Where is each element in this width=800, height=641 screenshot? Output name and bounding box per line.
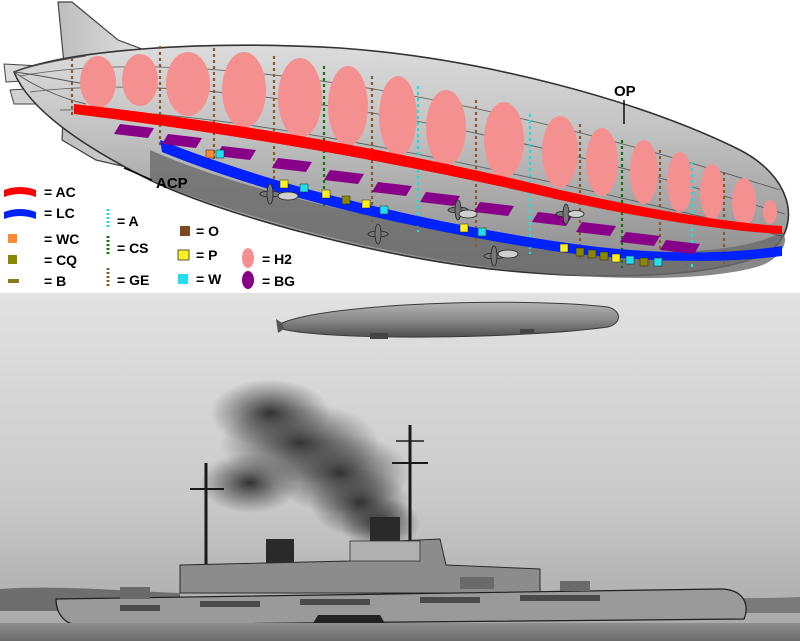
cabin-15 <box>611 253 621 263</box>
gas-cell-5 <box>278 58 322 138</box>
ballonet-5 <box>324 170 364 184</box>
legend-lc: = LC <box>44 205 75 221</box>
airship-cutaway-diagram: OP ACP = AC = LC = WC = CQ = B = A <box>3 1 790 289</box>
legend-o: = O <box>196 223 219 239</box>
legend-cq: = CQ <box>44 252 77 268</box>
zeppelin <box>276 301 619 339</box>
yellow-square-icon <box>177 249 190 261</box>
gas-cell-1 <box>80 56 116 108</box>
cabin-3 <box>279 179 289 189</box>
legend-ge: = GE <box>117 272 149 288</box>
cabin-8 <box>379 205 389 215</box>
legend-w: = W <box>196 271 222 287</box>
ballonet-3 <box>216 146 256 160</box>
cyan-square-icon <box>178 274 188 284</box>
gondola-2 <box>458 209 478 219</box>
blue-stripe-icon <box>4 209 36 219</box>
ballonet-1 <box>114 124 154 138</box>
propeller-2 <box>367 223 389 245</box>
gas-cell-14 <box>700 164 724 220</box>
hull-lower-section <box>150 150 786 279</box>
ballonet-10 <box>576 222 616 236</box>
battleship <box>55 425 747 626</box>
ballonet-2 <box>162 134 202 148</box>
cabin-9 <box>459 223 469 233</box>
purple-ellipse-icon <box>242 271 254 289</box>
gas-cells <box>80 52 777 226</box>
legend-ac: = AC <box>44 184 76 200</box>
legend-bg: = BG <box>262 273 295 289</box>
gondola-4 <box>567 210 585 218</box>
legend-h2: = H2 <box>262 251 292 267</box>
brown-square-icon <box>180 226 190 236</box>
olive-dash-icon <box>8 279 19 283</box>
lc-band <box>160 140 782 261</box>
olive-square-icon <box>8 255 17 264</box>
gas-cell-16 <box>763 200 777 224</box>
cabin-11 <box>559 243 569 253</box>
cabin-17 <box>639 257 649 267</box>
cabin-6 <box>341 195 351 205</box>
gas-cell-4 <box>222 52 266 128</box>
legend-a: = A <box>117 213 139 229</box>
propeller-1 <box>259 183 281 205</box>
gondola-1 <box>277 191 299 201</box>
small-boat <box>312 615 386 625</box>
cabin-13 <box>587 249 597 259</box>
legend-wc: = WC <box>44 231 79 247</box>
cabin-16 <box>625 255 635 265</box>
cabin-12 <box>575 247 585 257</box>
pink-ellipse-icon <box>242 248 254 268</box>
cabins <box>205 149 663 267</box>
cabin-1 <box>205 149 215 159</box>
op-label: OP <box>614 83 636 100</box>
cabin-14 <box>599 251 609 261</box>
cabin-2 <box>215 149 225 159</box>
cabin-4 <box>299 183 309 193</box>
legend: = AC = LC = WC = CQ = B = A = CS = GE <box>4 184 295 289</box>
acp-pointer <box>123 167 153 181</box>
gas-cell-11 <box>586 128 618 196</box>
airship-over-battleship-photo <box>0 293 800 641</box>
gas-cell-13 <box>667 152 693 212</box>
cabin-7 <box>361 199 371 209</box>
ballonet-6 <box>372 182 412 196</box>
legend-b: = B <box>44 273 66 289</box>
gas-cell-7 <box>379 76 417 156</box>
gas-cell-15 <box>732 178 756 226</box>
gondola-3 <box>497 249 519 259</box>
red-stripe-icon <box>4 187 36 197</box>
orange-square-icon <box>8 234 17 243</box>
ballonet-7 <box>420 192 460 206</box>
gas-cell-3 <box>166 52 210 116</box>
legend-p: = P <box>196 247 217 263</box>
gondolas <box>277 191 585 259</box>
legend-cs: = CS <box>117 240 149 256</box>
ballonet-4 <box>272 158 312 172</box>
nose-cone <box>13 55 87 105</box>
gas-cell-8 <box>426 90 466 166</box>
gas-cell-2 <box>122 54 158 106</box>
ballonet-11 <box>620 232 660 246</box>
cabin-10 <box>477 227 487 237</box>
gas-cell-9 <box>484 102 524 178</box>
ballonet-12 <box>660 240 700 254</box>
ballonets <box>114 124 700 254</box>
cabin-5 <box>321 189 331 199</box>
upper-tail-fin <box>57 1 151 65</box>
water <box>0 623 800 641</box>
ballonet-8 <box>474 202 514 216</box>
gas-cell-12 <box>630 140 658 204</box>
gas-cell-6 <box>328 66 368 146</box>
acp-label: ACP <box>156 175 188 192</box>
ac-band <box>74 104 782 234</box>
cabin-18 <box>653 257 663 267</box>
gas-cell-10 <box>542 116 578 188</box>
